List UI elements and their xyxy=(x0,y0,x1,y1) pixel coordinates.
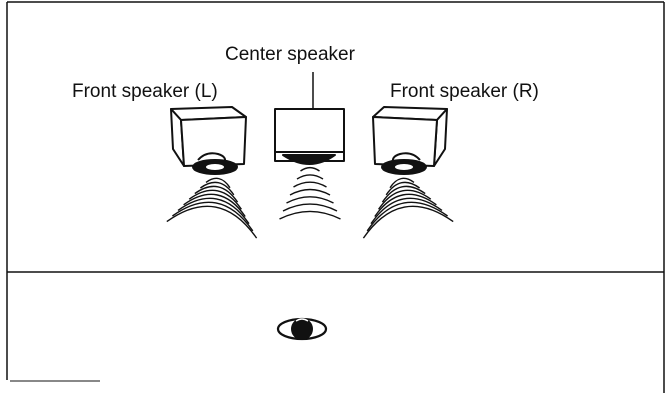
listener-icon xyxy=(276,317,328,341)
front-speaker-right xyxy=(372,106,448,175)
front-speaker-left-label: Front speaker (L) xyxy=(72,81,218,102)
front-speaker-left xyxy=(170,106,247,175)
sound-waves-center xyxy=(279,166,341,220)
center-speaker xyxy=(274,108,345,165)
sound-waves-right xyxy=(362,177,454,239)
front-speaker-right-label: Front speaker (R) xyxy=(390,81,539,102)
diagram-frame xyxy=(6,1,665,393)
center-speaker-label: Center speaker xyxy=(225,44,355,65)
sound-waves-left xyxy=(166,177,258,239)
